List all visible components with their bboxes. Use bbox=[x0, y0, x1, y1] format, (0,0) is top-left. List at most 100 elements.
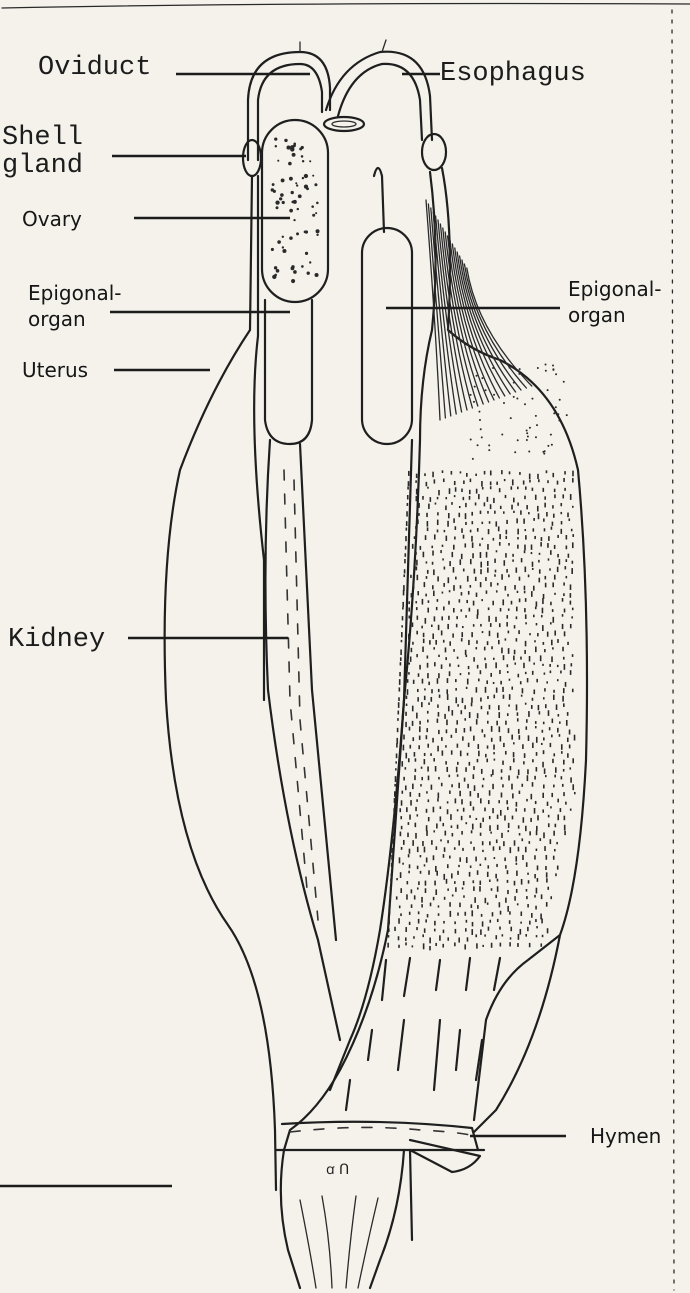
uterus-speck bbox=[488, 616, 490, 622]
uterus-speck bbox=[548, 815, 550, 818]
uterus-speck bbox=[525, 826, 527, 831]
uterus-speck bbox=[416, 474, 418, 478]
uterus-speck bbox=[451, 471, 453, 475]
vagina-stroke bbox=[404, 958, 410, 996]
uterus-speck bbox=[458, 938, 460, 943]
uterus-speck bbox=[561, 521, 563, 524]
uterus-speck bbox=[502, 761, 504, 765]
ovary-speck bbox=[291, 201, 294, 204]
uterus-speck bbox=[444, 530, 446, 532]
uterus-speck bbox=[513, 742, 515, 744]
uterus-speck bbox=[501, 833, 503, 838]
uterus-speck bbox=[479, 881, 481, 885]
uterus-speck bbox=[416, 560, 418, 566]
uterus-speck bbox=[426, 809, 428, 813]
ovary-speck bbox=[291, 279, 295, 283]
uterus-speck bbox=[435, 943, 437, 946]
uterus-speck bbox=[498, 800, 500, 803]
uterus-speck bbox=[535, 801, 537, 804]
uterus-speck bbox=[437, 746, 439, 752]
uterus-speck bbox=[468, 640, 470, 645]
uterus-speck bbox=[475, 502, 477, 505]
uterus-speck bbox=[405, 536, 407, 541]
ovary-speck bbox=[284, 139, 287, 142]
uterus-speck bbox=[392, 848, 394, 853]
uterus-speck bbox=[453, 649, 455, 652]
uterus-speck bbox=[439, 695, 441, 698]
uterus-speck bbox=[553, 753, 555, 756]
uterus-speck bbox=[497, 583, 499, 585]
uterus-speck bbox=[489, 816, 491, 819]
uterus-speck bbox=[471, 536, 473, 542]
uterus-speck bbox=[511, 505, 513, 510]
uterus-speck bbox=[470, 865, 472, 867]
uterus-speck bbox=[461, 528, 463, 533]
uterus-speck bbox=[419, 736, 421, 740]
uterus-speck bbox=[496, 839, 498, 843]
uterus-speck bbox=[494, 511, 496, 514]
uterus-speck bbox=[519, 833, 521, 835]
uterus-speck bbox=[469, 490, 471, 494]
uterus-speck bbox=[557, 799, 559, 803]
uterus-speck bbox=[503, 402, 505, 404]
uterus-speck bbox=[526, 889, 528, 892]
uterus-speck bbox=[544, 768, 546, 773]
uterus-speck bbox=[429, 938, 431, 944]
uterus-speck bbox=[567, 513, 569, 518]
uterus-speck bbox=[462, 736, 464, 740]
uterus-speck bbox=[495, 521, 497, 526]
uterus-speck bbox=[572, 478, 574, 482]
uterus-speck bbox=[537, 815, 539, 820]
uterus-speck bbox=[542, 730, 544, 733]
uterus-speck bbox=[412, 945, 414, 947]
uterus-speck bbox=[435, 866, 437, 872]
uterus-speck bbox=[488, 800, 490, 804]
uterus-speck bbox=[491, 646, 493, 649]
uterus-speck bbox=[540, 943, 542, 946]
uterus-speck bbox=[457, 825, 459, 829]
uterus-speck bbox=[547, 802, 549, 806]
vagina-stroke bbox=[456, 1030, 460, 1070]
uterus-speck bbox=[401, 826, 403, 829]
uterus-speck bbox=[525, 641, 527, 646]
uterus-speck bbox=[462, 848, 464, 851]
ovary-speck bbox=[307, 272, 310, 275]
uterus-speck bbox=[455, 679, 457, 682]
uterus-speck bbox=[419, 793, 421, 797]
uterus-speck bbox=[401, 625, 403, 627]
uterus-speck bbox=[465, 522, 467, 525]
ovary-speck bbox=[314, 183, 317, 186]
uterus-speck bbox=[536, 679, 538, 683]
uterus-speck bbox=[506, 569, 508, 573]
uterus-speck bbox=[572, 471, 574, 477]
uterus-speck bbox=[520, 911, 522, 915]
uterus-speck bbox=[551, 527, 553, 530]
uterus-speck bbox=[487, 721, 489, 724]
uterus-speck bbox=[508, 728, 510, 733]
kidney-label: Kidney bbox=[8, 625, 105, 655]
uterus-speck bbox=[507, 880, 509, 883]
uterus-speck bbox=[471, 830, 473, 833]
uterus-speck bbox=[418, 513, 420, 516]
uterus-speck bbox=[509, 694, 511, 700]
hymen-label: Hymen bbox=[590, 1124, 661, 1148]
uterus-speck bbox=[445, 831, 447, 836]
uterus-speck bbox=[550, 806, 552, 808]
uterus-speck bbox=[447, 624, 449, 629]
uterus-speck bbox=[560, 512, 562, 514]
uterus-speck bbox=[483, 778, 485, 780]
uterus-speck bbox=[534, 808, 536, 814]
uterus-speck bbox=[443, 854, 445, 858]
shell-gland-label-line1: Shell bbox=[2, 123, 83, 153]
uterus-speck bbox=[536, 601, 538, 606]
uterus-speck bbox=[517, 529, 519, 535]
uterus-speck bbox=[466, 687, 468, 689]
uterus-speck bbox=[570, 584, 572, 589]
ovary-speck bbox=[293, 219, 295, 221]
uterus-speck bbox=[498, 712, 500, 718]
ovary-speck bbox=[273, 190, 276, 193]
uterus-speck bbox=[460, 710, 462, 714]
uterus-speck bbox=[509, 367, 511, 369]
uterus-speck bbox=[527, 873, 529, 875]
uterus-speck bbox=[458, 840, 460, 845]
